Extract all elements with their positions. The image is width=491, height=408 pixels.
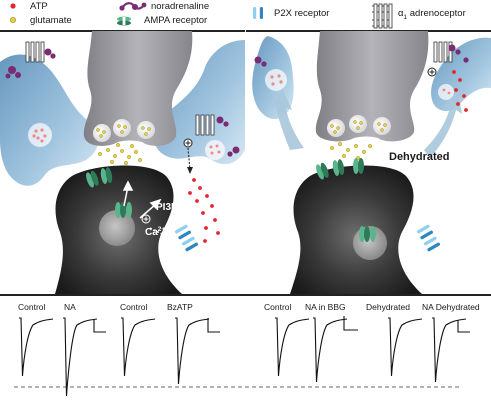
glutamate-vesicle-dots xyxy=(330,120,387,134)
noradrenaline-molecule xyxy=(5,48,240,157)
presynaptic-terminal xyxy=(83,31,193,146)
arrow-icon xyxy=(187,147,191,171)
presynaptic-terminal xyxy=(315,31,429,142)
trace-label: NA Dehydrated xyxy=(422,302,480,312)
adrenoceptor xyxy=(433,41,453,63)
trace-label: Dehydrated xyxy=(366,302,410,312)
p2x-receptor-legend-label: P2X receptor xyxy=(274,8,329,19)
current-trace xyxy=(313,317,348,383)
legend: ATP glutamate noradrenaline AMPA recepto… xyxy=(10,1,466,29)
released-glutamate xyxy=(98,143,142,165)
left-panel: PI3K Ca2+ xyxy=(0,30,245,294)
noradrenaline-legend-icon xyxy=(119,2,147,11)
ampa-receptor-legend-icon xyxy=(117,16,131,26)
trace-label: Control xyxy=(120,302,148,312)
p2x-receptors xyxy=(416,224,441,252)
atp-legend-dot xyxy=(10,3,16,9)
dehydrated-label: Dehydrated xyxy=(389,151,450,163)
current-trace xyxy=(275,317,310,377)
plus-icon xyxy=(427,67,437,77)
glutamate-legend-label: glutamate xyxy=(30,15,72,26)
adrenoceptor xyxy=(195,114,215,136)
astrocyte-vesicle xyxy=(28,123,52,147)
glutamate-legend-dot xyxy=(10,17,16,23)
adrenoceptor-legend-icon xyxy=(372,3,393,29)
ampa-receptor-legend-label: AMPA receptor xyxy=(144,15,207,26)
trace-label: NA in BBG xyxy=(305,302,346,312)
current-traces: Control NA Control BzATP Control NA in BBG Deh… xyxy=(18,302,480,397)
current-trace xyxy=(121,317,156,377)
trace-label: Control xyxy=(18,302,46,312)
atp-release-dots xyxy=(452,70,468,112)
synaptic-vesicles xyxy=(93,119,155,142)
retraction-arrows xyxy=(270,88,462,158)
ampa-receptor-intracellular xyxy=(359,226,376,242)
adrenoceptor-legend-label: α1 adrenoceptor xyxy=(398,8,466,21)
current-trace xyxy=(63,317,98,397)
postsynaptic-nucleus xyxy=(353,226,387,260)
released-glutamate xyxy=(330,142,372,160)
p2x-receptors xyxy=(174,224,199,252)
atp-legend-label: ATP xyxy=(30,1,48,12)
current-trace xyxy=(432,317,467,383)
astrocyte-process-left xyxy=(0,54,98,186)
plus-icon xyxy=(183,138,193,148)
trace-label: BzATP xyxy=(167,302,193,312)
scale-bar xyxy=(93,316,470,333)
glutamate-vesicle-dots xyxy=(96,124,151,138)
right-panel: Dehydrated xyxy=(246,30,491,294)
astrocyte-vesicle xyxy=(438,84,454,100)
current-trace xyxy=(388,317,423,377)
ampa-receptor-intracellular xyxy=(115,202,132,218)
noradrenaline-molecule xyxy=(254,44,469,67)
current-trace xyxy=(175,317,210,385)
trace-label: Control xyxy=(264,302,292,312)
ampa-receptors-membrane xyxy=(86,167,113,188)
p2x-receptor-legend-icon xyxy=(253,7,263,19)
noradrenaline-legend-label: noradrenaline xyxy=(151,1,209,12)
ampa-receptors-membrane xyxy=(316,158,364,180)
plus-icon xyxy=(141,214,151,224)
trace-label: NA xyxy=(64,302,76,312)
astrocyte-vesicle xyxy=(265,69,287,91)
adrenoceptor xyxy=(25,41,45,63)
postsynaptic-nucleus xyxy=(99,210,135,246)
atp-release-dots xyxy=(188,178,220,243)
current-trace xyxy=(19,317,54,377)
synaptic-vesicles xyxy=(327,115,391,137)
calcium-label: Ca2+ xyxy=(145,226,165,238)
astrocyte-vesicle xyxy=(205,140,225,160)
pi3k-label: PI3K xyxy=(156,202,179,213)
postsynaptic-spine xyxy=(290,165,422,294)
astrocyte-process-right xyxy=(153,40,245,165)
signalling-arrows xyxy=(122,180,167,237)
